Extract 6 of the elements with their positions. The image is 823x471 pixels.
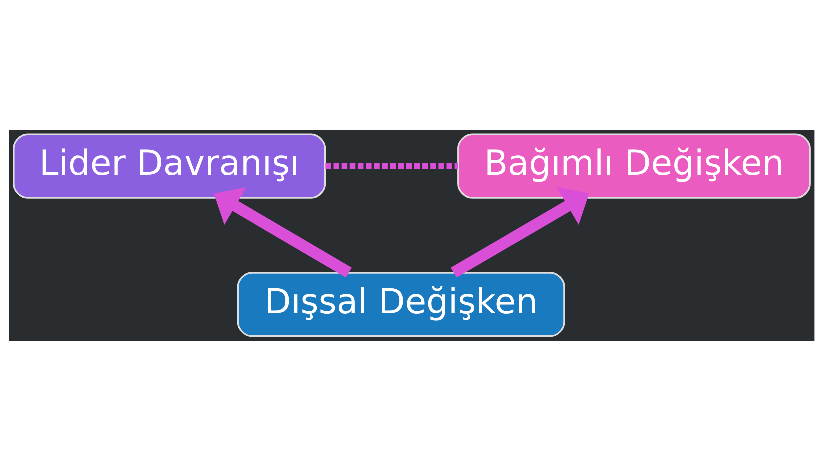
arrow [214,187,352,278]
node-box: Lider Davranışı [12,134,326,199]
node-box: Bağımlı Değişken [457,134,810,199]
node-box: Dışsal Değişken [236,272,565,338]
connector [325,163,458,170]
arrow [450,187,589,278]
